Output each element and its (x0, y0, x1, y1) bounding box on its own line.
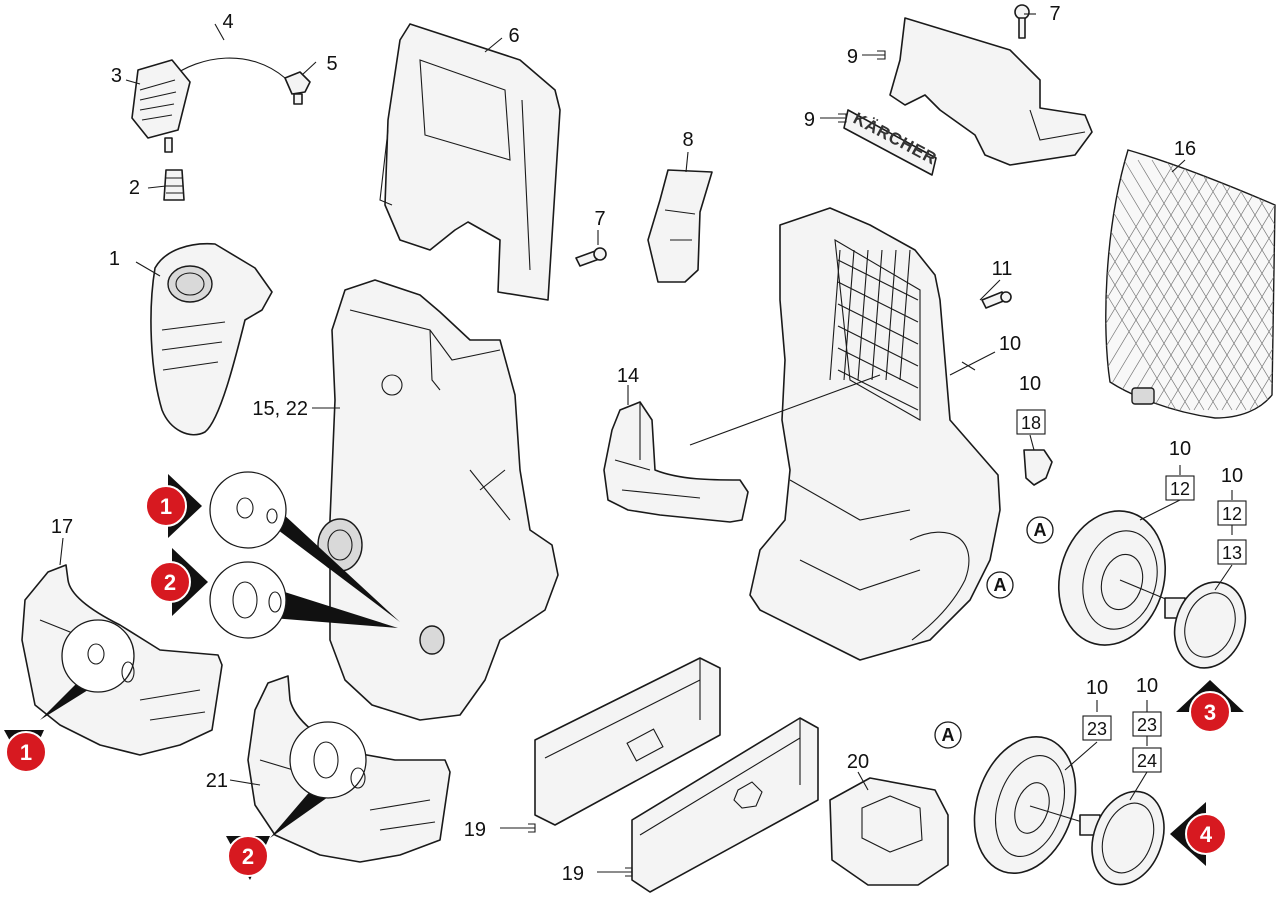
view-marker-1-upper: 1 (145, 474, 202, 538)
label-4: 4 (222, 11, 233, 33)
label-21: 21 (206, 770, 228, 792)
label-10-cap-lower: 10 (1136, 675, 1158, 697)
part-labels: 1 2 3 4 5 6 7 7 8 9 9 10 10 10 10 10 10 … (51, 3, 1243, 885)
part-8-clip (647, 169, 713, 283)
part-14-hose-holder (603, 401, 749, 523)
part-19-foam-block-upper (534, 657, 721, 826)
boxed-labels: 18 12 12 13 23 23 24 (1016, 409, 1247, 773)
connector-a-label-upper: A (1034, 520, 1047, 540)
label-24: 24 (1137, 751, 1157, 771)
marker-3-text: 3 (1204, 700, 1216, 725)
part-9-brand-badge: KÄRCHER (843, 109, 940, 176)
label-10-cap-upper: 10 (1221, 465, 1243, 487)
label-19-upper: 19 (464, 819, 486, 841)
label-12-upper-wheel: 12 (1170, 479, 1190, 499)
label-14: 14 (617, 365, 639, 387)
part-16-mesh-panel (1105, 149, 1276, 419)
label-10-clip: 10 (1019, 373, 1041, 395)
part-12-wheel (1057, 510, 1181, 646)
view-marker-4: 4 (1170, 802, 1227, 866)
connector-a-frame: A (986, 571, 1014, 599)
part-2-nozzle (163, 169, 185, 201)
label-17: 17 (51, 516, 73, 538)
marker-4-text: 4 (1200, 822, 1213, 847)
part-13-hub-cap (1164, 581, 1247, 669)
part-15-22-main-housing (317, 279, 559, 721)
label-9-cover: 9 (847, 46, 858, 68)
part-7-screw-left (575, 247, 607, 267)
marker-2-lower-text: 2 (242, 844, 254, 869)
label-2: 2 (129, 177, 140, 199)
label-1: 1 (109, 248, 120, 270)
label-15-22: 15, 22 (252, 398, 308, 420)
part-9-top-cover (889, 17, 1093, 166)
label-23-cap: 23 (1137, 715, 1157, 735)
part-20-foot (829, 777, 949, 886)
label-7-top: 7 (1049, 3, 1060, 25)
label-12-upper-cap: 12 (1222, 504, 1242, 524)
label-20: 20 (847, 751, 869, 773)
part-5-connector (284, 71, 311, 105)
leader-lines (59, 13, 1233, 877)
label-10-wheel-lower: 10 (1086, 677, 1108, 699)
part-11-screw (981, 291, 1012, 309)
central-frame (749, 207, 1001, 661)
part-3-trigger-gun (131, 57, 286, 153)
view-marker-2-lower: 2 (226, 835, 270, 880)
label-3: 3 (111, 65, 122, 87)
zoom-detail-1 (209, 471, 400, 622)
part-7-screw-top (1014, 4, 1030, 39)
label-16: 16 (1174, 138, 1196, 160)
marker-2-upper-text: 2 (164, 570, 176, 595)
label-11: 11 (992, 258, 1013, 280)
marker-1-lower-text: 1 (20, 740, 32, 765)
zoom-detail-4 (270, 721, 367, 838)
label-10-frame: 10 (999, 333, 1021, 355)
zoom-detail-2 (209, 561, 398, 639)
connector-a-label-frame: A (994, 575, 1007, 595)
label-5: 5 (326, 53, 337, 75)
part-1-detergent-tank (150, 242, 273, 436)
view-marker-2-upper: 2 (149, 548, 208, 616)
label-6: 6 (508, 25, 519, 47)
part-19-foam-block-lower (631, 717, 819, 893)
part-6-handle (379, 23, 561, 301)
label-18: 18 (1021, 413, 1041, 433)
connector-a-upper-wheel: A (1026, 516, 1054, 544)
label-23-wheel: 23 (1087, 719, 1107, 739)
view-marker-1-lower: 1 (4, 730, 47, 773)
label-8: 8 (682, 129, 693, 151)
part-18-small-clip (1023, 449, 1053, 486)
zoom-detail-3 (40, 619, 135, 720)
label-9-badge: 9 (804, 109, 815, 131)
label-7-left: 7 (594, 208, 605, 230)
part-24-hub-cap (1079, 790, 1165, 886)
connector-a-label-lower: A (942, 725, 955, 745)
part-23-wheel (973, 735, 1093, 875)
label-13: 13 (1222, 543, 1242, 563)
marker-1-upper-text: 1 (160, 494, 172, 519)
label-19-lower: 19 (562, 863, 584, 885)
connector-a-lower-wheel: A (934, 721, 962, 749)
view-marker-3: 3 (1176, 680, 1244, 733)
label-10-wheel-upper: 10 (1169, 438, 1191, 460)
